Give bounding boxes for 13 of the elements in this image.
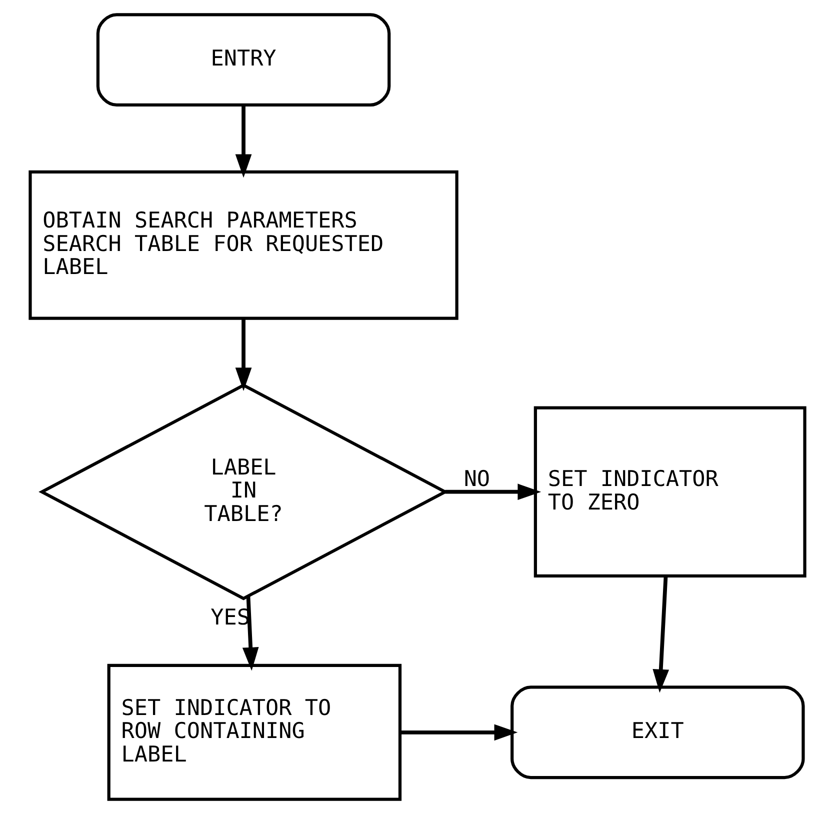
node-box: OBTAIN SEARCH PARAMETERS SEARCH TABLE FOR REQUESTED LABEL [28,170,458,320]
arrow [400,724,518,741]
node-box: EXIT [510,686,805,780]
edge-label: NO [464,466,490,492]
node-box: ENTRY [96,13,391,107]
arrow [445,484,542,500]
node-box: SET INDICATOR TO ZERO [534,406,806,578]
edge-label: YES [210,605,250,630]
arrow [652,576,670,693]
arrow [235,105,252,178]
arrow [235,318,252,392]
arrow [242,596,259,671]
node-box: SET INDICATOR TO ROW CONTAINING LABEL [107,664,402,801]
